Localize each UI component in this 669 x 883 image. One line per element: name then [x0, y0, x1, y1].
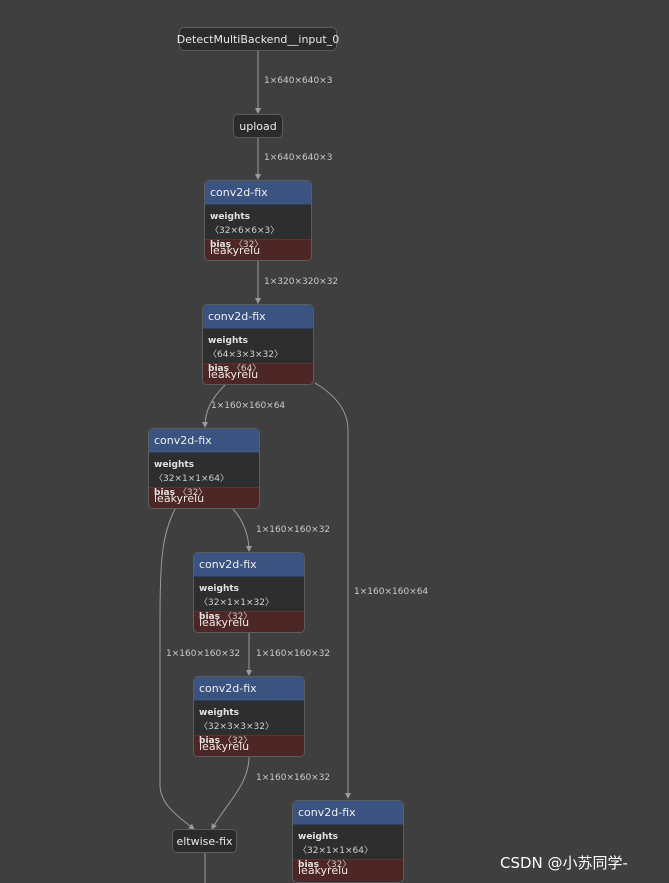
conv-node-attributes: weights 〈64×3×3×32〉 bias 〈64〉 — [203, 329, 313, 374]
weights-shape: 〈32×1×1×64〉 — [298, 846, 373, 856]
weights-label: weights — [154, 460, 195, 470]
activation-label: leakyrelu — [205, 239, 311, 260]
activation-label: leakyrelu — [149, 487, 259, 508]
input-node[interactable]: DetectMultiBackend__input_0 — [176, 27, 340, 51]
conv-node-5[interactable]: conv2d-fix weights 〈32×3×3×32〉 bias 〈32〉… — [193, 676, 305, 757]
edge-conv2-conv3 — [202, 384, 226, 428]
edge-label: 1×640×640×3 — [264, 76, 333, 86]
conv-node-attributes: weights 〈32×1×1×32〉 bias 〈32〉 — [194, 577, 304, 622]
eltwise-node[interactable]: eltwise-fix — [172, 829, 237, 853]
conv-node-op: conv2d-fix — [205, 181, 311, 205]
activation-label: leakyrelu — [194, 611, 304, 632]
edge-conv2-conv6 — [314, 382, 351, 799]
conv-node-attributes: weights 〈32×1×1×64〉 bias 〈32〉 — [149, 453, 259, 498]
conv-node-attributes: weights 〈32×1×1×64〉 bias 〈32〉 — [293, 825, 403, 870]
conv-node-op: conv2d-fix — [194, 553, 304, 577]
edge-label: 1×640×640×3 — [264, 153, 333, 163]
eltwise-node-label: eltwise-fix — [176, 834, 233, 848]
upload-node-label: upload — [239, 119, 277, 133]
conv-node-attributes: weights 〈32×6×6×3〉 bias 〈32〉 — [205, 205, 311, 250]
edge-conv5-eltwise — [211, 756, 250, 830]
weights-label: weights — [199, 584, 240, 594]
conv-node-4[interactable]: conv2d-fix weights 〈32×1×1×32〉 bias 〈32〉… — [193, 552, 305, 633]
weights-shape: 〈32×1×1×32〉 — [199, 598, 274, 608]
input-node-label: DetectMultiBackend__input_0 — [176, 32, 340, 46]
activation-label: leakyrelu — [194, 735, 304, 756]
weights-label: weights — [199, 708, 240, 718]
edge-conv3-eltwise — [159, 508, 195, 830]
activation-label: leakyrelu — [293, 859, 403, 881]
weights-shape: 〈32×6×6×3〉 — [210, 226, 280, 236]
conv-node-op: conv2d-fix — [194, 677, 304, 701]
edge-label: 1×160×160×32 — [256, 525, 331, 535]
conv-node-2[interactable]: conv2d-fix weights 〈64×3×3×32〉 bias 〈64〉… — [202, 304, 314, 385]
watermark: CSDN @小苏同学- — [500, 854, 628, 872]
conv-node-attributes: weights 〈32×3×3×32〉 bias 〈32〉 — [194, 701, 304, 746]
edge-label: 1×320×320×32 — [264, 277, 339, 287]
conv-node-3[interactable]: conv2d-fix weights 〈32×1×1×64〉 bias 〈32〉… — [148, 428, 260, 509]
edge-label: 1×160×160×32 — [256, 649, 331, 659]
conv-node-1[interactable]: conv2d-fix weights 〈32×6×6×3〉 bias 〈32〉 … — [204, 180, 312, 261]
conv-node-op: conv2d-fix — [203, 305, 313, 329]
weights-label: weights — [208, 336, 249, 346]
weights-shape: 〈32×1×1×64〉 — [154, 474, 229, 484]
edge-label: 1×160×160×32 — [256, 773, 331, 783]
edge-label: 1×160×160×64 — [211, 401, 286, 411]
weights-label: weights — [210, 212, 251, 222]
conv-node-op: conv2d-fix — [149, 429, 259, 453]
edge-label: 1×160×160×32 — [166, 649, 241, 659]
conv-node-op: conv2d-fix — [293, 801, 403, 825]
upload-node[interactable]: upload — [233, 114, 283, 138]
edge-conv3-conv4 — [232, 508, 252, 552]
edge-label: 1×160×160×64 — [354, 587, 429, 597]
weights-shape: 〈64×3×3×32〉 — [208, 350, 283, 360]
weights-label: weights — [298, 832, 339, 842]
weights-shape: 〈32×3×3×32〉 — [199, 722, 274, 732]
activation-label: leakyrelu — [203, 363, 313, 384]
conv-node-6[interactable]: conv2d-fix weights 〈32×1×1×64〉 bias 〈32〉… — [292, 800, 404, 883]
